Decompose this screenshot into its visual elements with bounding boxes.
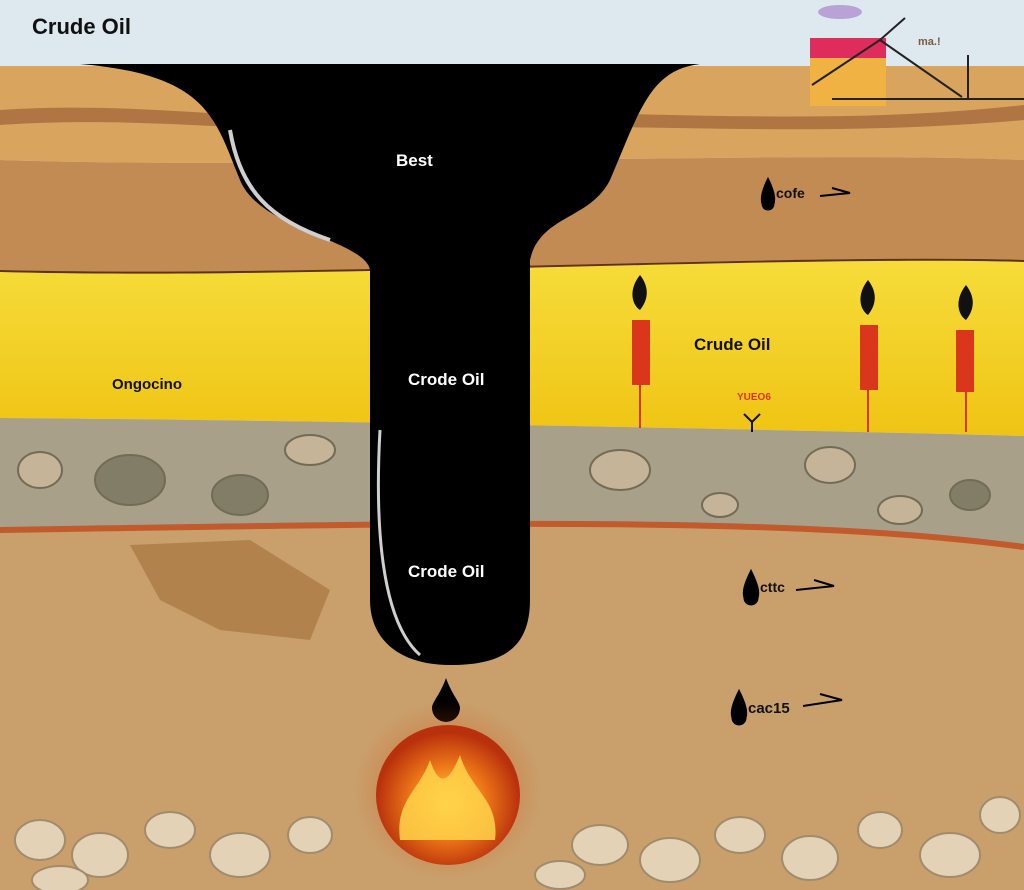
label-rig-note: ma.! — [918, 36, 941, 48]
label-crode-oil-bottom: Crode Oil — [408, 562, 485, 581]
label-crode-oil-mid: Crode Oil — [408, 370, 485, 389]
drop-arrow-icons — [730, 176, 851, 726]
y-marker-icon — [743, 413, 761, 432]
label-cofe: cofe — [776, 185, 805, 201]
black-flame-icons — [632, 275, 973, 320]
red-markers — [632, 320, 974, 432]
label-crude-oil-right: Crude Oil — [694, 335, 771, 354]
label-red-marker: YUEO6 — [737, 392, 771, 403]
label-ongocino: Ongocino — [112, 376, 182, 393]
oil-reservoir[interactable] — [80, 64, 700, 665]
deep-layer-boundary — [0, 520, 1024, 550]
title: Crude Oil — [32, 14, 131, 39]
boulders — [14, 796, 1021, 890]
drilling-rig-icon — [810, 5, 1024, 106]
flame-shape — [399, 755, 496, 840]
oil-highlight — [228, 129, 331, 242]
label-cttc: cttc — [760, 579, 785, 595]
crack-patch — [130, 540, 330, 640]
label-best: Best — [396, 151, 433, 170]
label-cac15: cac15 — [748, 700, 790, 717]
oil-highlight-lower — [376, 429, 421, 657]
rock-pebbles — [17, 434, 991, 525]
